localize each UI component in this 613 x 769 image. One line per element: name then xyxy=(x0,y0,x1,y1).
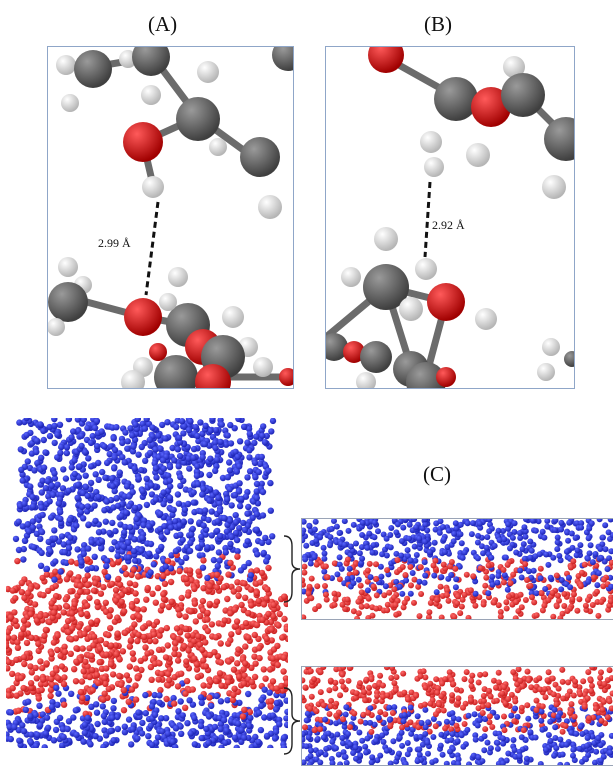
panel-a-frame: 2.99 Å xyxy=(47,46,294,389)
hydrogen-bond-b xyxy=(423,181,432,258)
panel-b-frame: 2.92 Å xyxy=(325,46,575,389)
distance-label-a: 2.99 Å xyxy=(98,236,131,250)
upper-interface-zoom-frame xyxy=(301,518,613,620)
upper-molecule-a xyxy=(56,47,293,219)
lower-interface-zoom-frame xyxy=(301,666,613,766)
panel-a-molecules: 2.99 Å xyxy=(48,47,293,388)
upper-interface-zoom xyxy=(302,519,613,619)
lower-interface-zoom xyxy=(302,667,613,765)
phase-simulation-box xyxy=(6,418,288,748)
panel-label-b: (B) xyxy=(424,12,452,36)
panel-label-c: (C) xyxy=(423,462,451,486)
lower-molecule-a xyxy=(48,257,293,388)
upper-interface-brace xyxy=(283,535,301,603)
lower-molecule-b xyxy=(326,227,574,388)
hydrogen-bond-a xyxy=(144,201,160,296)
panel-b-molecules: 2.92 Å xyxy=(326,47,574,388)
panel-label-a: (A) xyxy=(148,12,178,36)
lower-interface-brace xyxy=(283,687,301,755)
distance-label-b: 2.92 Å xyxy=(432,218,465,232)
upper-molecule-b xyxy=(368,47,574,199)
